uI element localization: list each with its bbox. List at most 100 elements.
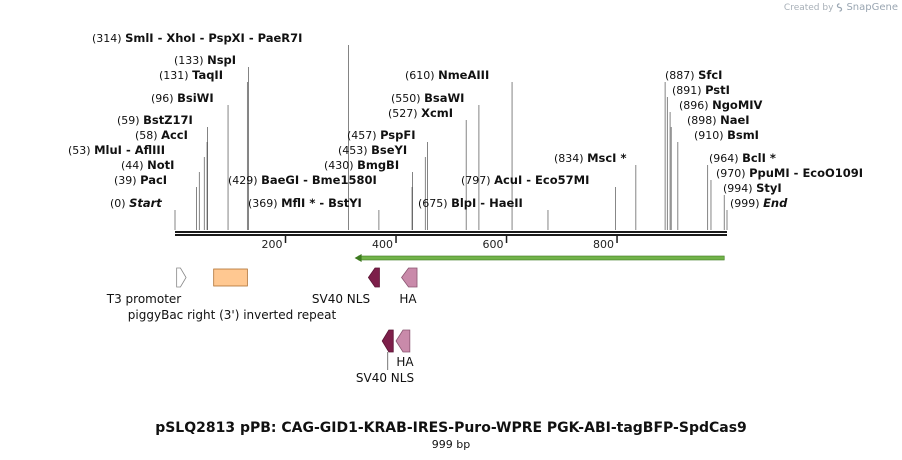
enzyme-name: SmlI [125, 31, 154, 45]
site-text: (53) MluI - AflIII [68, 143, 165, 157]
enzyme-name: EcoO109I [802, 166, 863, 180]
site-label[interactable]: (53) MluI - AflIII [68, 143, 205, 230]
enzyme-name: BsaWI [424, 91, 464, 105]
site-text: (610) NmeAIII [405, 68, 489, 82]
site-label[interactable]: (910) BsmI [677, 128, 759, 230]
enzyme-name: BsmI [727, 128, 759, 142]
site-label[interactable]: (314) SmlI - XhoI - PspXI - PaeR7I [92, 31, 349, 230]
site-label[interactable]: (834) MscI * [554, 151, 637, 230]
enzyme-name: PspXI [208, 31, 244, 45]
feature[interactable]: T3 promoter [106, 267, 187, 306]
site-label[interactable]: (58) AccI [135, 128, 208, 230]
site-text: (999) End [730, 196, 788, 210]
site-separator: - [522, 173, 535, 187]
site-text: (457) PspFI [347, 128, 416, 142]
snapgene-icon [837, 3, 843, 12]
site-text: (797) AcuI - Eco57MI [461, 173, 589, 187]
site-separator: - [245, 31, 258, 45]
enzyme-name: End [763, 196, 788, 210]
enzyme-name: Bme1580I [312, 173, 377, 187]
enzyme-name: NaeI [720, 113, 749, 127]
site-position: (133) [174, 54, 207, 67]
site-label[interactable]: (133) NspI [174, 53, 249, 230]
site-position: (59) [117, 114, 143, 127]
site-label[interactable]: (887) SfcI [664, 68, 722, 230]
enzyme-name: AcuI [494, 173, 522, 187]
feature-box [213, 268, 248, 287]
orf-arrow[interactable] [354, 254, 725, 262]
site-label[interactable]: (964) BclI * [707, 151, 776, 230]
site-label[interactable]: (898) NaeI [670, 113, 750, 230]
site-text: (453) BseYI [338, 143, 407, 157]
enzyme-name: SfcI [698, 68, 722, 82]
site-position: (429) [228, 174, 261, 187]
site-position: (834) [554, 152, 587, 165]
site-position: (891) [672, 84, 705, 97]
site-separator: - [299, 173, 312, 187]
site-text: (39) PacI [114, 173, 167, 187]
site-text: (891) PstI [672, 83, 730, 97]
site-position: (910) [694, 129, 727, 142]
site-text: (314) SmlI - XhoI - PspXI - PaeR7I [92, 31, 302, 45]
feature[interactable]: SV40 NLS [356, 329, 414, 385]
logo-prefix: Created by [783, 2, 834, 13]
site-position: (314) [92, 32, 125, 45]
site-label[interactable]: (457) PspFI [347, 128, 428, 230]
site-text: (834) MscI * [554, 151, 626, 165]
feature[interactable]: HA [395, 329, 414, 369]
site-position: (53) [68, 144, 94, 157]
enzyme-name: PaeR7I [258, 31, 303, 45]
site-label[interactable]: (429) BaeGI - Bme1580I [228, 173, 413, 230]
site-label[interactable]: (39) PacI [114, 173, 197, 230]
site-position: (896) [679, 99, 712, 112]
plasmid-title: pSLQ2813 pPB: CAG-GID1-KRAB-IRES-Puro-WP… [155, 420, 747, 436]
site-label[interactable]: (527) XcmI [388, 106, 467, 230]
site-text: (429) BaeGI - Bme1580I [228, 173, 377, 187]
enzyme-name: BstYI [328, 196, 362, 210]
site-label[interactable]: (453) BseYI [338, 143, 426, 230]
site-position: (96) [151, 92, 177, 105]
enzyme-name: NgoMIV [712, 98, 762, 112]
feature[interactable]: piggyBac right (3') inverted repeat [128, 268, 337, 322]
site-label[interactable]: (430) BmgBI [324, 158, 413, 230]
site-label[interactable]: (44) NotI [121, 158, 200, 230]
feature-arrow [381, 329, 394, 353]
site-separator: - [154, 31, 167, 45]
site-label[interactable]: (891) PstI [666, 83, 730, 230]
site-position: (527) [388, 107, 421, 120]
site-position: (675) [418, 197, 451, 210]
enzyme-name: PstI [705, 83, 730, 97]
feature-arrow [401, 267, 418, 288]
orf-head [354, 254, 362, 262]
tick-label: 400 [372, 238, 393, 251]
site-text: (550) BsaWI [391, 91, 464, 105]
site-label[interactable]: (0) Start [110, 196, 176, 230]
site-label[interactable]: (675) BlpI - HaeII [418, 196, 549, 230]
snapgene-logo: Created by SnapGene [784, 2, 898, 13]
site-label[interactable]: (59) BstZ17I [117, 113, 209, 230]
site-label[interactable]: (369) MflI * - BstYI [248, 196, 380, 230]
site-label[interactable]: (970) PpuMI - EcoO109I [710, 166, 863, 230]
enzyme-name: PacI [140, 173, 167, 187]
feature[interactable]: HA [399, 267, 418, 306]
restriction-sites: (0) Start (39) PacI(44) NotI(53) MluI - A… [68, 31, 863, 230]
site-label[interactable]: (994) StyI [723, 181, 782, 230]
site-text: (0) Start [110, 196, 162, 210]
site-label[interactable]: (999) End [726, 196, 788, 230]
site-text: (58) AccI [135, 128, 188, 142]
site-label[interactable]: (131) TaqII [159, 68, 248, 230]
site-position: (898) [687, 114, 720, 127]
site-position: (430) [324, 159, 357, 172]
site-label[interactable]: (610) NmeAIII [405, 68, 513, 230]
feature[interactable]: SV40 NLS [312, 267, 380, 306]
site-label[interactable]: (96) BsiWI [151, 91, 229, 230]
site-label[interactable]: (797) AcuI - Eco57MI [461, 173, 616, 230]
enzyme-name: BseYI [371, 143, 407, 157]
site-label[interactable]: (896) NgoMIV [669, 98, 763, 230]
site-position: (999) [730, 197, 763, 210]
enzyme-name: NotI [147, 158, 174, 172]
enzyme-name: StyI [756, 181, 782, 195]
enzyme-name: XcmI [421, 106, 453, 120]
site-label[interactable]: (550) BsaWI [391, 91, 480, 230]
